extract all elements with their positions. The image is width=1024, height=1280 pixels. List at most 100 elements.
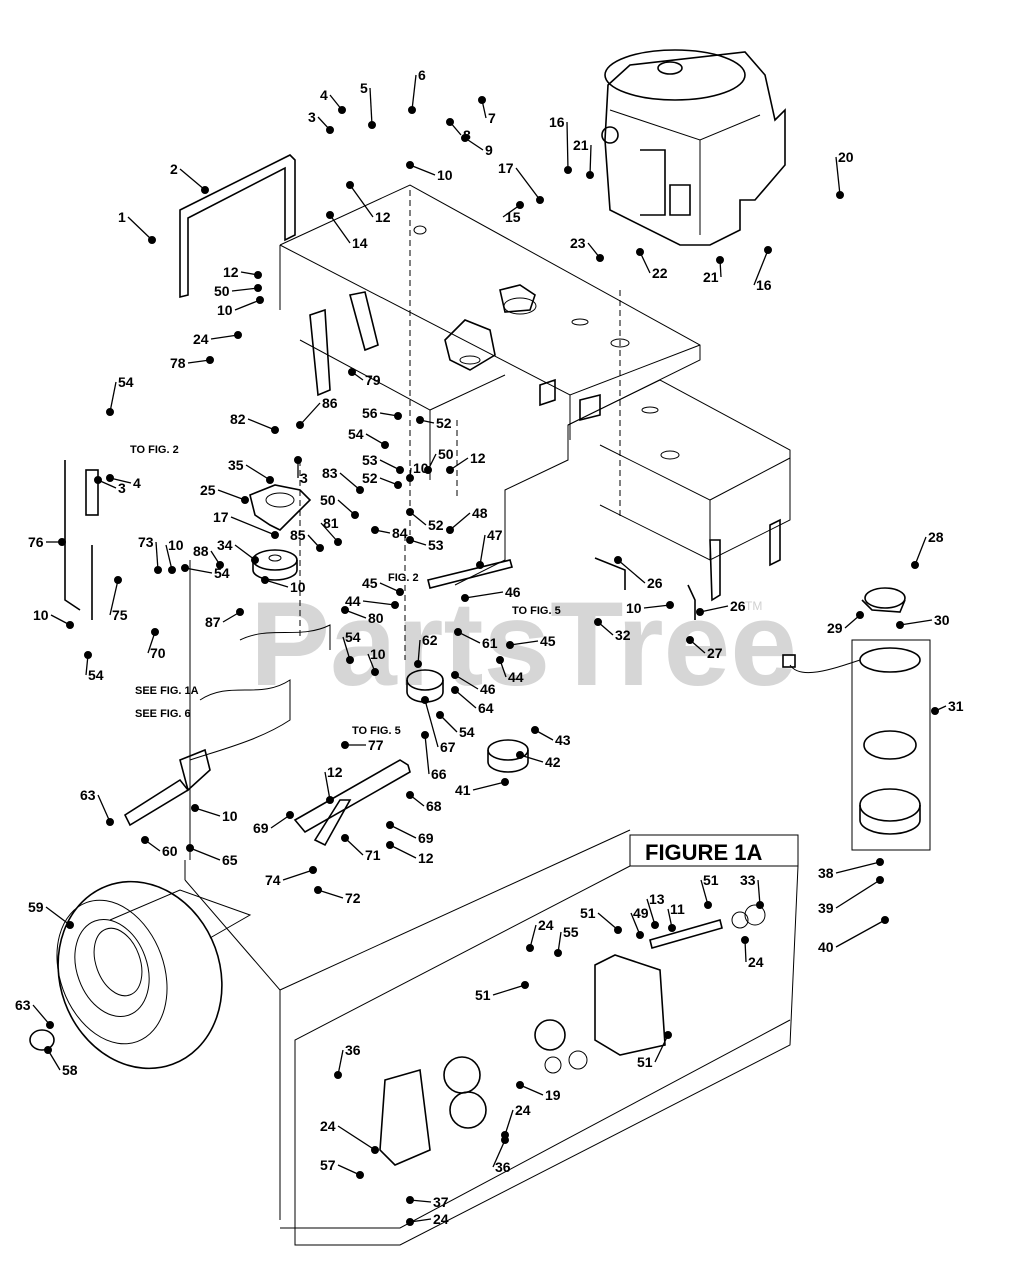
- fastener-marker: [764, 246, 772, 254]
- callout-label: 87: [205, 614, 221, 630]
- fastener-marker: [286, 811, 294, 819]
- callout-label: 3: [308, 109, 316, 125]
- callout-85: 85: [290, 527, 324, 552]
- callout-label: 21: [703, 269, 719, 285]
- callout-17: 17: [213, 509, 279, 539]
- fastener-marker: [881, 916, 889, 924]
- callout-5: 5: [360, 80, 376, 129]
- fastener-marker: [271, 426, 279, 434]
- callout-34: 34: [217, 537, 259, 564]
- callout-label: 66: [431, 766, 447, 782]
- fastener-marker: [341, 741, 349, 749]
- leader-line: [464, 591, 504, 599]
- fastener-marker: [371, 668, 379, 676]
- leader-line: [155, 541, 159, 571]
- callout-12: 12: [446, 450, 486, 474]
- callout-label: 80: [368, 610, 384, 626]
- callout-label: 37: [433, 1194, 449, 1210]
- part-bracket-2: [179, 154, 296, 299]
- callout-label: 54: [345, 629, 361, 645]
- callout-label: 4: [320, 87, 328, 103]
- callout-41: 41: [455, 778, 509, 798]
- fastener-marker: [406, 791, 414, 799]
- fastener-marker: [406, 161, 414, 169]
- fastener-marker: [446, 466, 454, 474]
- callout-54: 54: [181, 564, 230, 581]
- fastener-marker: [594, 618, 602, 626]
- callout-33: 33: [740, 872, 764, 909]
- leader-line: [230, 516, 276, 536]
- leader-line: [127, 216, 153, 241]
- leader-line: [231, 287, 259, 292]
- leader-line: [245, 464, 271, 481]
- callout-label: 57: [320, 1157, 336, 1173]
- callout-24: 24: [193, 331, 242, 347]
- fastener-marker: [496, 656, 504, 664]
- callout-25: 25: [200, 482, 249, 504]
- fastener-marker: [716, 256, 724, 264]
- callout-28: 28: [911, 529, 944, 569]
- fastener-marker: [476, 561, 484, 569]
- callout-label: 45: [540, 633, 556, 649]
- leader-line: [349, 184, 374, 218]
- fastener-marker: [516, 751, 524, 759]
- leader-line: [409, 164, 436, 176]
- callout-label: 62: [422, 632, 438, 648]
- callout-43: 43: [531, 726, 571, 748]
- callout-label: 1: [118, 209, 126, 225]
- callout-63: 63: [15, 997, 54, 1029]
- leader-line: [247, 418, 276, 431]
- callout-14: 14: [326, 211, 368, 251]
- callout-50: 50: [424, 446, 454, 474]
- callout-label: 79: [365, 372, 381, 388]
- leader-line: [914, 536, 927, 566]
- callout-80: 80: [341, 606, 384, 626]
- frame-main: [279, 184, 791, 602]
- callout-label: 60: [162, 843, 178, 859]
- fastener-marker: [424, 466, 432, 474]
- fastener-marker: [416, 416, 424, 424]
- leader-line: [589, 144, 592, 176]
- callout-label: 71: [365, 847, 381, 863]
- leader-line: [32, 1004, 51, 1026]
- callout-20: 20: [835, 149, 854, 199]
- callout-53: 53: [362, 452, 404, 474]
- fastener-marker: [741, 936, 749, 944]
- callout-39: 39: [818, 876, 884, 916]
- callout-label: 50: [320, 492, 336, 508]
- callout-60: 60: [141, 836, 178, 859]
- fastener-marker: [536, 196, 544, 204]
- leader-line: [699, 605, 729, 613]
- leader-line: [411, 74, 417, 111]
- leader-line: [194, 807, 221, 817]
- callout-label: 63: [15, 997, 31, 1013]
- callout-82: 82: [230, 411, 279, 434]
- fastener-marker: [334, 538, 342, 546]
- note-to-fig-2-b: FIG. 2: [388, 572, 419, 584]
- callout-label: 49: [633, 905, 649, 921]
- leader-line: [362, 600, 396, 606]
- callout-51: 51: [580, 905, 622, 934]
- callout-label: 3: [300, 470, 308, 486]
- callout-16: 16: [753, 246, 772, 293]
- leader-line: [519, 1084, 544, 1096]
- callout-label: 25: [200, 482, 216, 498]
- callout-84: 84: [371, 525, 408, 541]
- callout-label: 51: [637, 1054, 653, 1070]
- callout-label: 12: [470, 450, 486, 466]
- leader-line: [320, 522, 339, 543]
- callout-label: 63: [80, 787, 96, 803]
- callout-59: 59: [28, 899, 74, 929]
- part-cap-58: [29, 1029, 55, 1051]
- leader-line: [97, 794, 111, 823]
- callout-3: 3: [308, 109, 334, 134]
- fastener-marker: [394, 481, 402, 489]
- callout-label: 54: [88, 667, 104, 683]
- fastener-marker: [251, 556, 259, 564]
- fastener-marker: [931, 707, 939, 715]
- callout-label: 16: [756, 277, 772, 293]
- callout-label: 10: [33, 607, 49, 623]
- callout-label: 47: [487, 527, 503, 543]
- fastener-marker: [368, 121, 376, 129]
- callout-label: 41: [455, 782, 471, 798]
